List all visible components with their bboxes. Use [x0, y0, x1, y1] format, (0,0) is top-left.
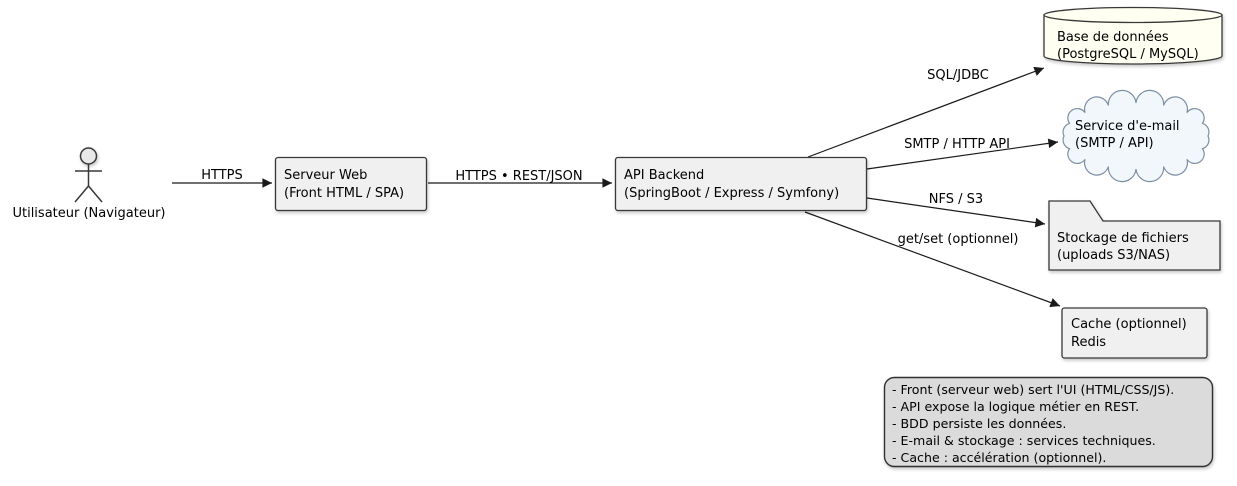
actor-label: Utilisateur (Navigateur): [12, 206, 165, 221]
cache-title: Cache (optionnel): [1071, 317, 1187, 332]
actor-leg-right: [87, 185, 103, 203]
edge-api-mail: [866, 138, 1059, 170]
api-backend-subtitle: (SpringBoot / Express / Symfony): [624, 186, 839, 201]
email-service-subtitle: (SMTP / API): [1075, 136, 1154, 151]
cloud-icon: [1062, 89, 1210, 183]
node-web-server: Serveur Web (Front HTML / SPA): [274, 156, 428, 212]
web-server-title: Serveur Web: [284, 168, 367, 183]
file-storage-title: Stockage de fichiers: [1057, 231, 1189, 246]
actor-user: Utilisateur (Navigateur): [12, 147, 166, 221]
edge-api-db: [807, 66, 1045, 158]
node-email-service: Service d'e-mail (SMTP / API): [1062, 89, 1210, 183]
file-storage-subtitle: (uploads S3/NAS): [1057, 248, 1170, 263]
database-cylinder-top: [1043, 6, 1223, 24]
database-subtitle: (PostgreSQL / MySQL): [1057, 47, 1199, 62]
note-line: - BDD persiste les données.: [892, 416, 1066, 431]
edge-label-smtp: SMTP / HTTP API: [904, 137, 1010, 152]
note-box: - Front (serveur web) sert l'UI (HTML/CS…: [883, 376, 1214, 468]
edge-label-getset: get/set (optionnel): [898, 232, 1019, 247]
database-cylinder-icon: [1043, 14, 1223, 65]
note-line: - API expose la logique métier en REST.: [892, 399, 1139, 414]
node-file-storage: Stockage de fichiers (uploads S3/NAS): [1048, 200, 1221, 271]
edge-label-https: HTTPS: [201, 168, 243, 183]
edge-label-rest-json: HTTPS • REST/JSON: [455, 169, 582, 184]
edge-api-cache: [804, 211, 1061, 308]
note-line: - Front (serveur web) sert l'UI (HTML/CS…: [892, 382, 1174, 397]
actor-leg-left: [74, 185, 90, 203]
edge-label-nfs-s3: NFS / S3: [929, 192, 983, 207]
edge-label-sql-jdbc: SQL/JDBC: [927, 68, 989, 83]
edges: HTTPS HTTPS • REST/JSON SQL/JDBC SMTP / …: [172, 66, 1061, 308]
folder-icon: [1048, 200, 1221, 271]
actor-head-icon: [79, 147, 98, 165]
node-api-backend: API Backend (SpringBoot / Express / Symf…: [614, 156, 868, 212]
edge-api-storage: [866, 197, 1046, 228]
note-line: - E-mail & stockage : services technique…: [892, 433, 1156, 448]
node-database: Base de données (PostgreSQL / MySQL): [1043, 6, 1223, 65]
node-cache: Cache (optionnel) Redis: [1061, 307, 1208, 359]
api-backend-box: [614, 156, 868, 212]
note-background: [883, 376, 1214, 468]
cache-box: [1061, 307, 1208, 359]
web-server-box: [274, 156, 428, 212]
cache-subtitle: Redis: [1071, 335, 1106, 350]
api-backend-title: API Backend: [624, 168, 704, 183]
database-title: Base de données: [1057, 30, 1169, 45]
email-service-title: Service d'e-mail: [1075, 119, 1180, 134]
web-server-subtitle: (Front HTML / SPA): [284, 186, 404, 201]
note-line: - Cache : accélération (optionnel).: [892, 450, 1106, 465]
